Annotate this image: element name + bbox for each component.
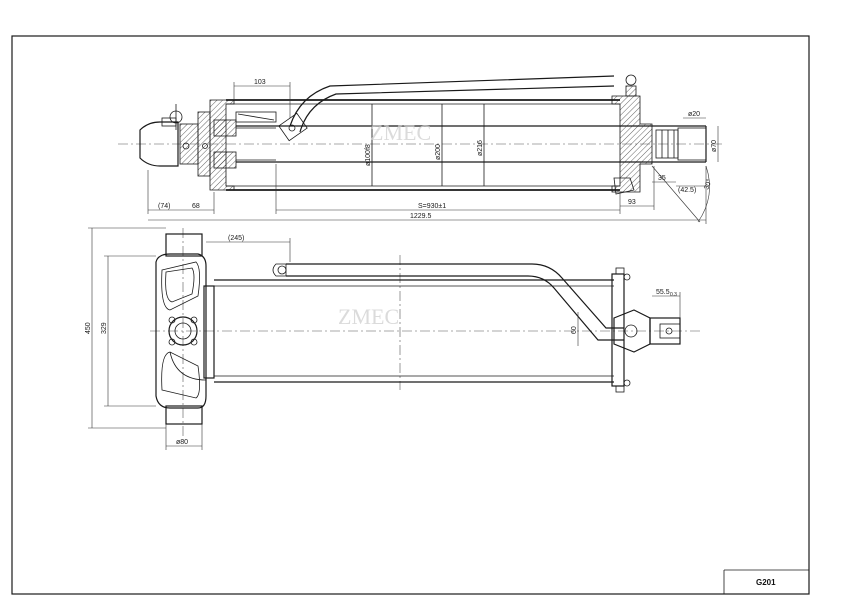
dim-42-5: (42.5)	[678, 187, 696, 194]
top-view: 103 ø20 ø70 ø100f8 ø200 ø216 35 (42.5) 3…	[118, 74, 722, 224]
dim-245: (245)	[228, 235, 244, 242]
front-view: (245) 450 329 60 55.5 0.3 ø80 ZMEC	[85, 227, 700, 450]
dim-35: 35	[658, 175, 666, 182]
dim-phi20: ø20	[688, 111, 700, 118]
dim-450: 450	[85, 322, 92, 334]
watermark-front: ZMEC	[338, 304, 399, 329]
rear-bracket	[155, 233, 215, 425]
front-flange	[611, 267, 681, 393]
dim-phi200: ø200	[435, 144, 442, 160]
top-dimensions: 103 ø20 ø70 ø100f8 ø200 ø216 35 (42.5) 3…	[147, 79, 719, 224]
dim-60: 60	[571, 326, 578, 334]
dim-overall: 1229.5	[410, 213, 432, 220]
dim-phi70: ø70	[711, 140, 718, 152]
cylinder-barrel	[226, 99, 620, 191]
rear-clevis	[139, 104, 211, 177]
dim-phi100f8: ø100f8	[365, 144, 372, 166]
front-barrel	[214, 279, 614, 383]
dim-phi216: ø216	[477, 140, 484, 156]
dim-93: 93	[628, 199, 636, 206]
oil-pipe-top	[278, 75, 615, 142]
dim-74: (74)	[158, 203, 170, 210]
dim-68: 68	[192, 203, 200, 210]
sheet-border	[11, 35, 810, 595]
dim-30deg: 30°	[702, 178, 713, 191]
watermark-top: ZMEC	[370, 120, 431, 145]
front-dimensions: (245) 450 329 60 55.5 0.3 ø80	[85, 227, 681, 450]
dim-329: 329	[101, 322, 108, 334]
oil-pipe-front	[272, 263, 624, 341]
dim-55-5: 55.5	[656, 289, 670, 296]
rear-end-cap	[209, 99, 277, 191]
title-block: G201	[723, 569, 809, 594]
dim-103: 103	[254, 79, 266, 86]
drawing-number: G201	[756, 578, 776, 587]
dim-stroke: S=930±1	[418, 203, 446, 210]
dim-phi80: ø80	[176, 439, 188, 446]
front-gland	[611, 74, 653, 195]
dim-55-5-tol: 0.3	[670, 292, 677, 298]
